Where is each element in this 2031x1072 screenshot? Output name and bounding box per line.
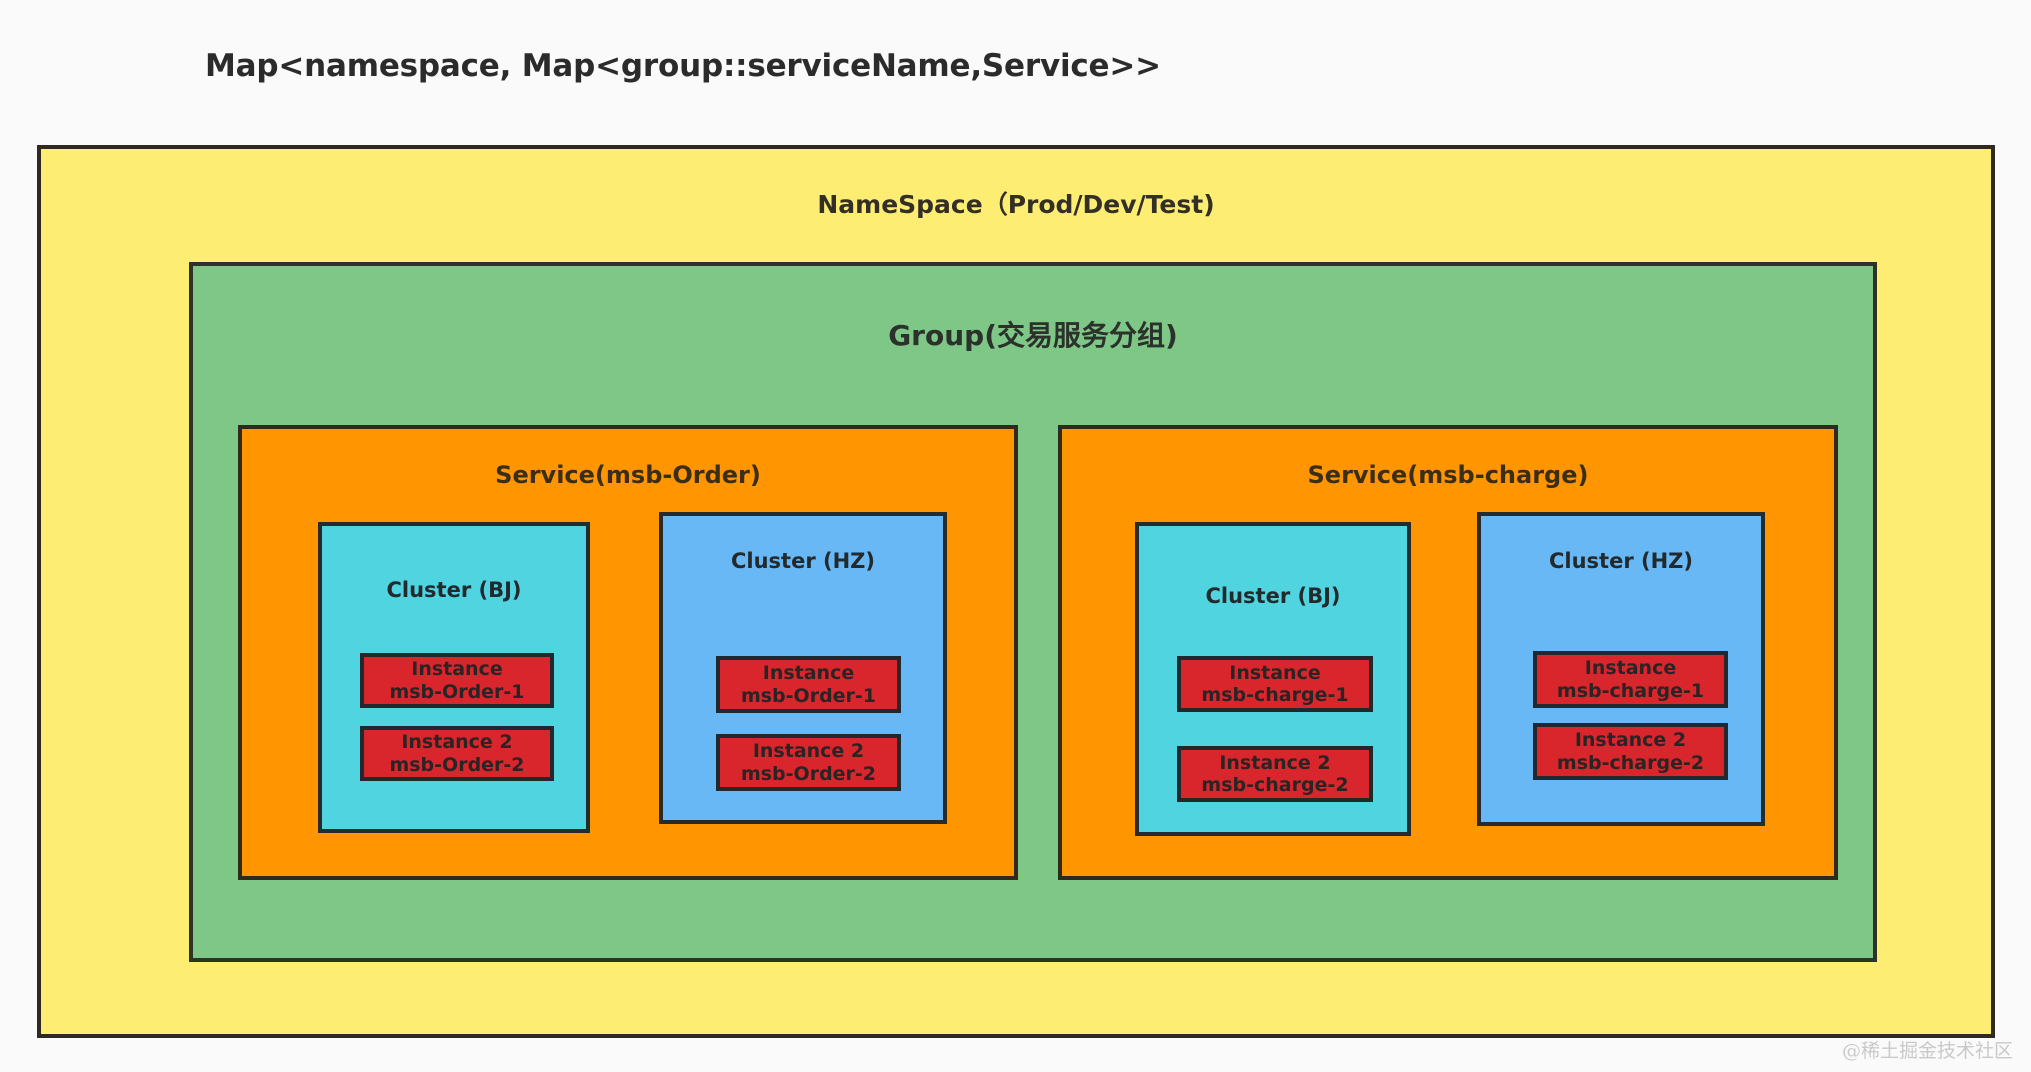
instance-box: Instance msb-Order-1 [360, 653, 554, 708]
instance-box: Instance msb-charge-1 [1177, 656, 1373, 712]
instance-box: Instance 2 msb-Order-2 [360, 726, 554, 781]
watermark: @稀土掘金技术社区 [1841, 1040, 2013, 1062]
instance-name: msb-Order-1 [740, 684, 877, 707]
group-label: Group(交易服务分组) [888, 319, 1178, 352]
cluster-container-bj: Cluster (BJ) Instance msb-charge-1 Insta… [1135, 522, 1411, 836]
instance-name: msb-charge-1 [1201, 684, 1349, 706]
instance-box: Instance msb-charge-1 [1533, 651, 1728, 708]
cluster-container-hz: Cluster (HZ) Instance msb-charge-1 Insta… [1477, 512, 1765, 826]
instance-box: Instance 2 msb-charge-2 [1533, 723, 1728, 780]
instance-box: Instance 2 msb-Order-2 [716, 734, 901, 791]
instance-box: Instance 2 msb-charge-2 [1177, 746, 1373, 802]
service-label: Service(msb-charge) [1307, 461, 1589, 489]
instance-title: Instance [1584, 657, 1677, 680]
cluster-container-hz: Cluster (HZ) Instance msb-Order-1 Instan… [659, 512, 947, 824]
page-title: Map<namespace, Map<group::serviceName,Se… [205, 48, 1161, 84]
service-label: Service(msb-Order) [495, 461, 761, 489]
group-container: Group(交易服务分组) Service(msb-Order) Cluster… [189, 262, 1877, 962]
instance-name: msb-charge-1 [1556, 679, 1705, 702]
cluster-label: Cluster (HZ) [1548, 549, 1693, 573]
instance-name: msb-charge-2 [1556, 751, 1705, 774]
service-container-msb-order: Service(msb-Order) Cluster (BJ) Instance… [238, 425, 1018, 880]
cluster-label: Cluster (BJ) [386, 578, 522, 602]
cluster-label: Cluster (HZ) [730, 549, 875, 573]
instance-title: Instance [762, 662, 855, 685]
instance-title: Instance 2 [752, 740, 865, 763]
instance-title: Instance 2 [1219, 751, 1331, 774]
cluster-container-bj: Cluster (BJ) Instance msb-Order-1 Instan… [318, 522, 590, 833]
namespace-container: NameSpace（Prod/Dev/Test) Group(交易服务分组) S… [37, 145, 1995, 1038]
instance-name: msb-charge-2 [1201, 774, 1349, 796]
instance-title: Instance [411, 658, 503, 681]
cluster-label: Cluster (BJ) [1205, 584, 1341, 608]
instance-name: msb-Order-1 [389, 680, 525, 703]
instance-name: msb-Order-2 [389, 753, 525, 776]
instance-name: msb-Order-2 [740, 762, 877, 785]
instance-title: Instance [1229, 661, 1321, 684]
service-container-msb-charge: Service(msb-charge) Cluster (BJ) Instanc… [1058, 425, 1838, 880]
instance-title: Instance 2 [401, 731, 513, 754]
instance-title: Instance 2 [1574, 729, 1687, 752]
instance-box: Instance msb-Order-1 [716, 656, 901, 713]
namespace-label: NameSpace（Prod/Dev/Test) [817, 190, 1215, 219]
